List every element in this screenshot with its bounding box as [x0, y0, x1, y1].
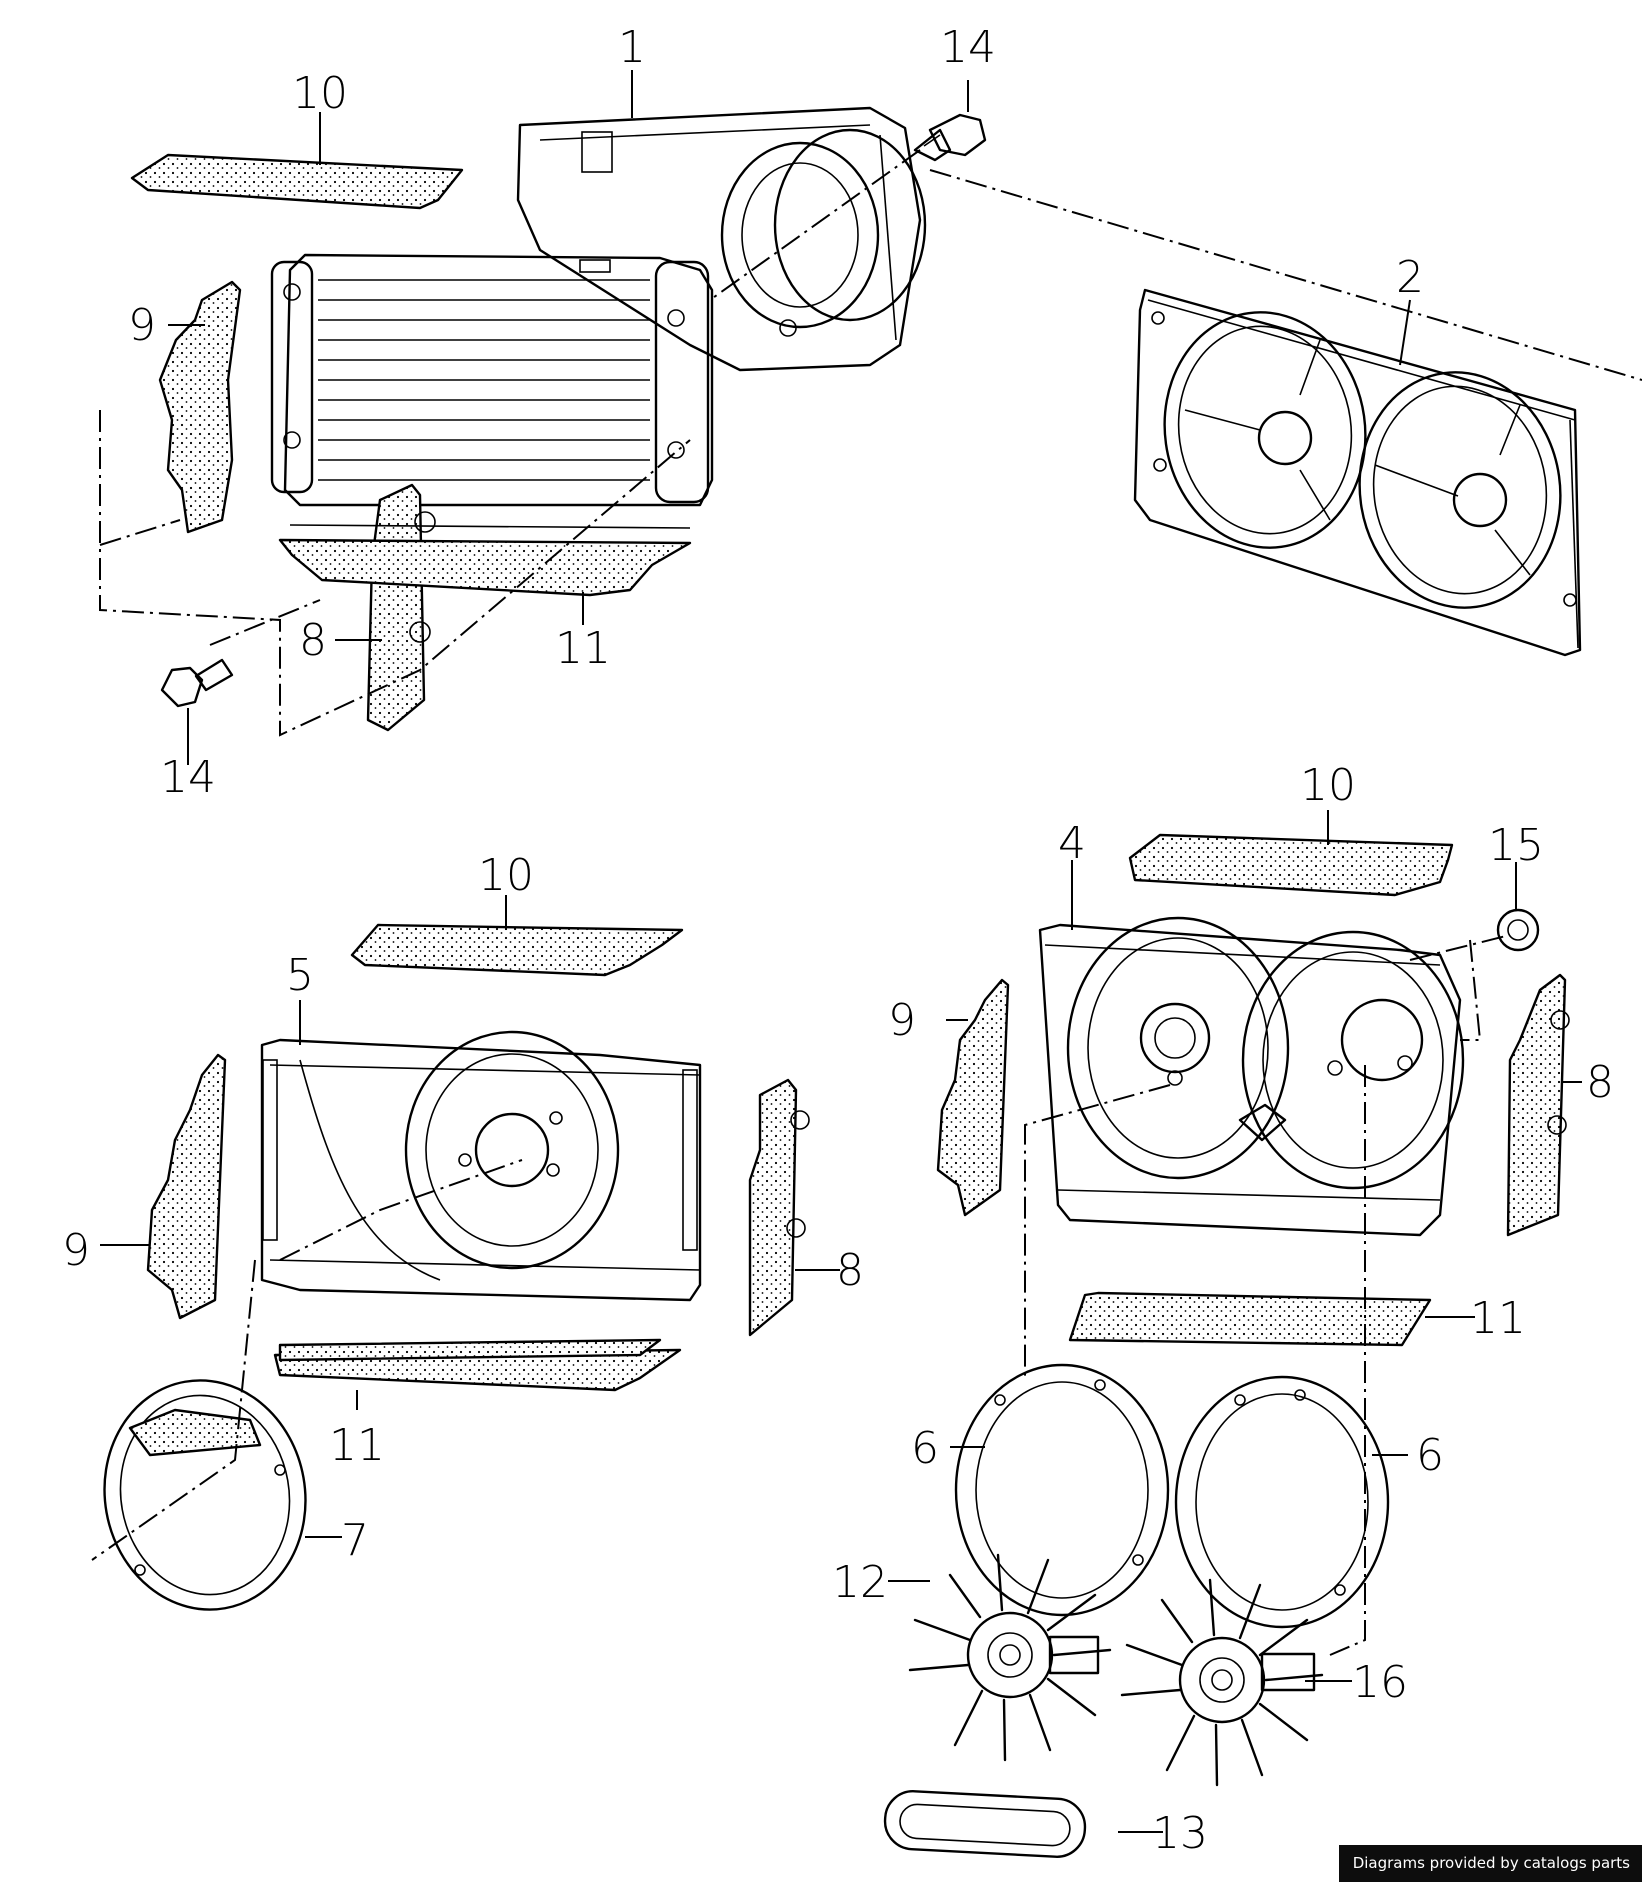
part-label-8: 8 — [836, 1245, 864, 1296]
side-seal-8-right — [1506, 973, 1567, 1237]
diagram-credit: Diagrams provided by catalogs parts — [1338, 1845, 1642, 1882]
part-label-9: 9 — [128, 300, 156, 351]
part-label-5: 5 — [286, 950, 314, 1001]
bolt-14-upper — [913, 113, 987, 162]
part-label-13: 13 — [1152, 1808, 1208, 1859]
part-label-15: 15 — [1488, 820, 1544, 871]
seal-ring-13 — [883, 1790, 1087, 1858]
side-seal-9-top — [158, 280, 242, 534]
part-label-12: 12 — [832, 1557, 888, 1608]
part-label-11: 11 — [1470, 1293, 1526, 1344]
radiator — [270, 253, 714, 507]
part-label-4: 4 — [1058, 818, 1086, 869]
part-label-9: 9 — [62, 1225, 90, 1276]
fan-ring-6-left — [954, 1363, 1170, 1617]
bottom-left-assembly — [91, 923, 810, 1611]
part-label-7: 7 — [341, 1515, 369, 1566]
part-label-1: 1 — [618, 22, 646, 73]
seal-strip-10-top — [130, 153, 464, 210]
part-label-16: 16 — [1352, 1657, 1408, 1708]
part-label-10: 10 — [292, 68, 348, 119]
fan-impeller-16 — [1120, 1578, 1324, 1787]
fan-shroud-part-5 — [260, 1030, 702, 1302]
part-label-2: 2 — [1396, 252, 1424, 303]
fan-ring-part-7 — [103, 1379, 307, 1611]
twin-fan-shroud-part-2 — [1133, 288, 1582, 657]
bottom-right-assembly — [883, 833, 1570, 1858]
bottom-seal-11-right — [1068, 1291, 1432, 1347]
part-label-10: 10 — [1300, 760, 1356, 811]
part-label-9: 9 — [888, 995, 916, 1046]
top-left-assembly — [99, 106, 1642, 737]
bolt-14-lower — [160, 658, 234, 708]
part-label-14: 14 — [160, 752, 216, 803]
part-label-10: 10 — [478, 850, 534, 901]
side-seal-8-mid — [748, 1078, 798, 1337]
part-label-6: 6 — [1416, 1430, 1444, 1481]
fan-impeller-12 — [908, 1553, 1112, 1762]
fan-ring-6-right — [1174, 1375, 1390, 1629]
part-label-14: 14 — [940, 22, 996, 73]
part-label-11: 11 — [555, 623, 611, 674]
twin-fan-shroud-part-4 — [1038, 916, 1465, 1237]
leader-lines — [100, 70, 1582, 1833]
part-label-11: 11 — [329, 1420, 385, 1471]
part-label-8: 8 — [1586, 1057, 1614, 1108]
seal-strip-10-right — [1128, 833, 1454, 897]
seal-strip-10-mid — [350, 923, 684, 977]
side-seal-9-right — [936, 978, 1010, 1217]
part-label-8: 8 — [299, 615, 327, 666]
nut-15 — [1496, 908, 1540, 952]
bottom-seal-11-top — [278, 538, 692, 597]
part-label-6: 6 — [911, 1423, 939, 1474]
side-seal-9-mid — [146, 1053, 227, 1320]
fan-shroud-part-1 — [516, 106, 927, 372]
